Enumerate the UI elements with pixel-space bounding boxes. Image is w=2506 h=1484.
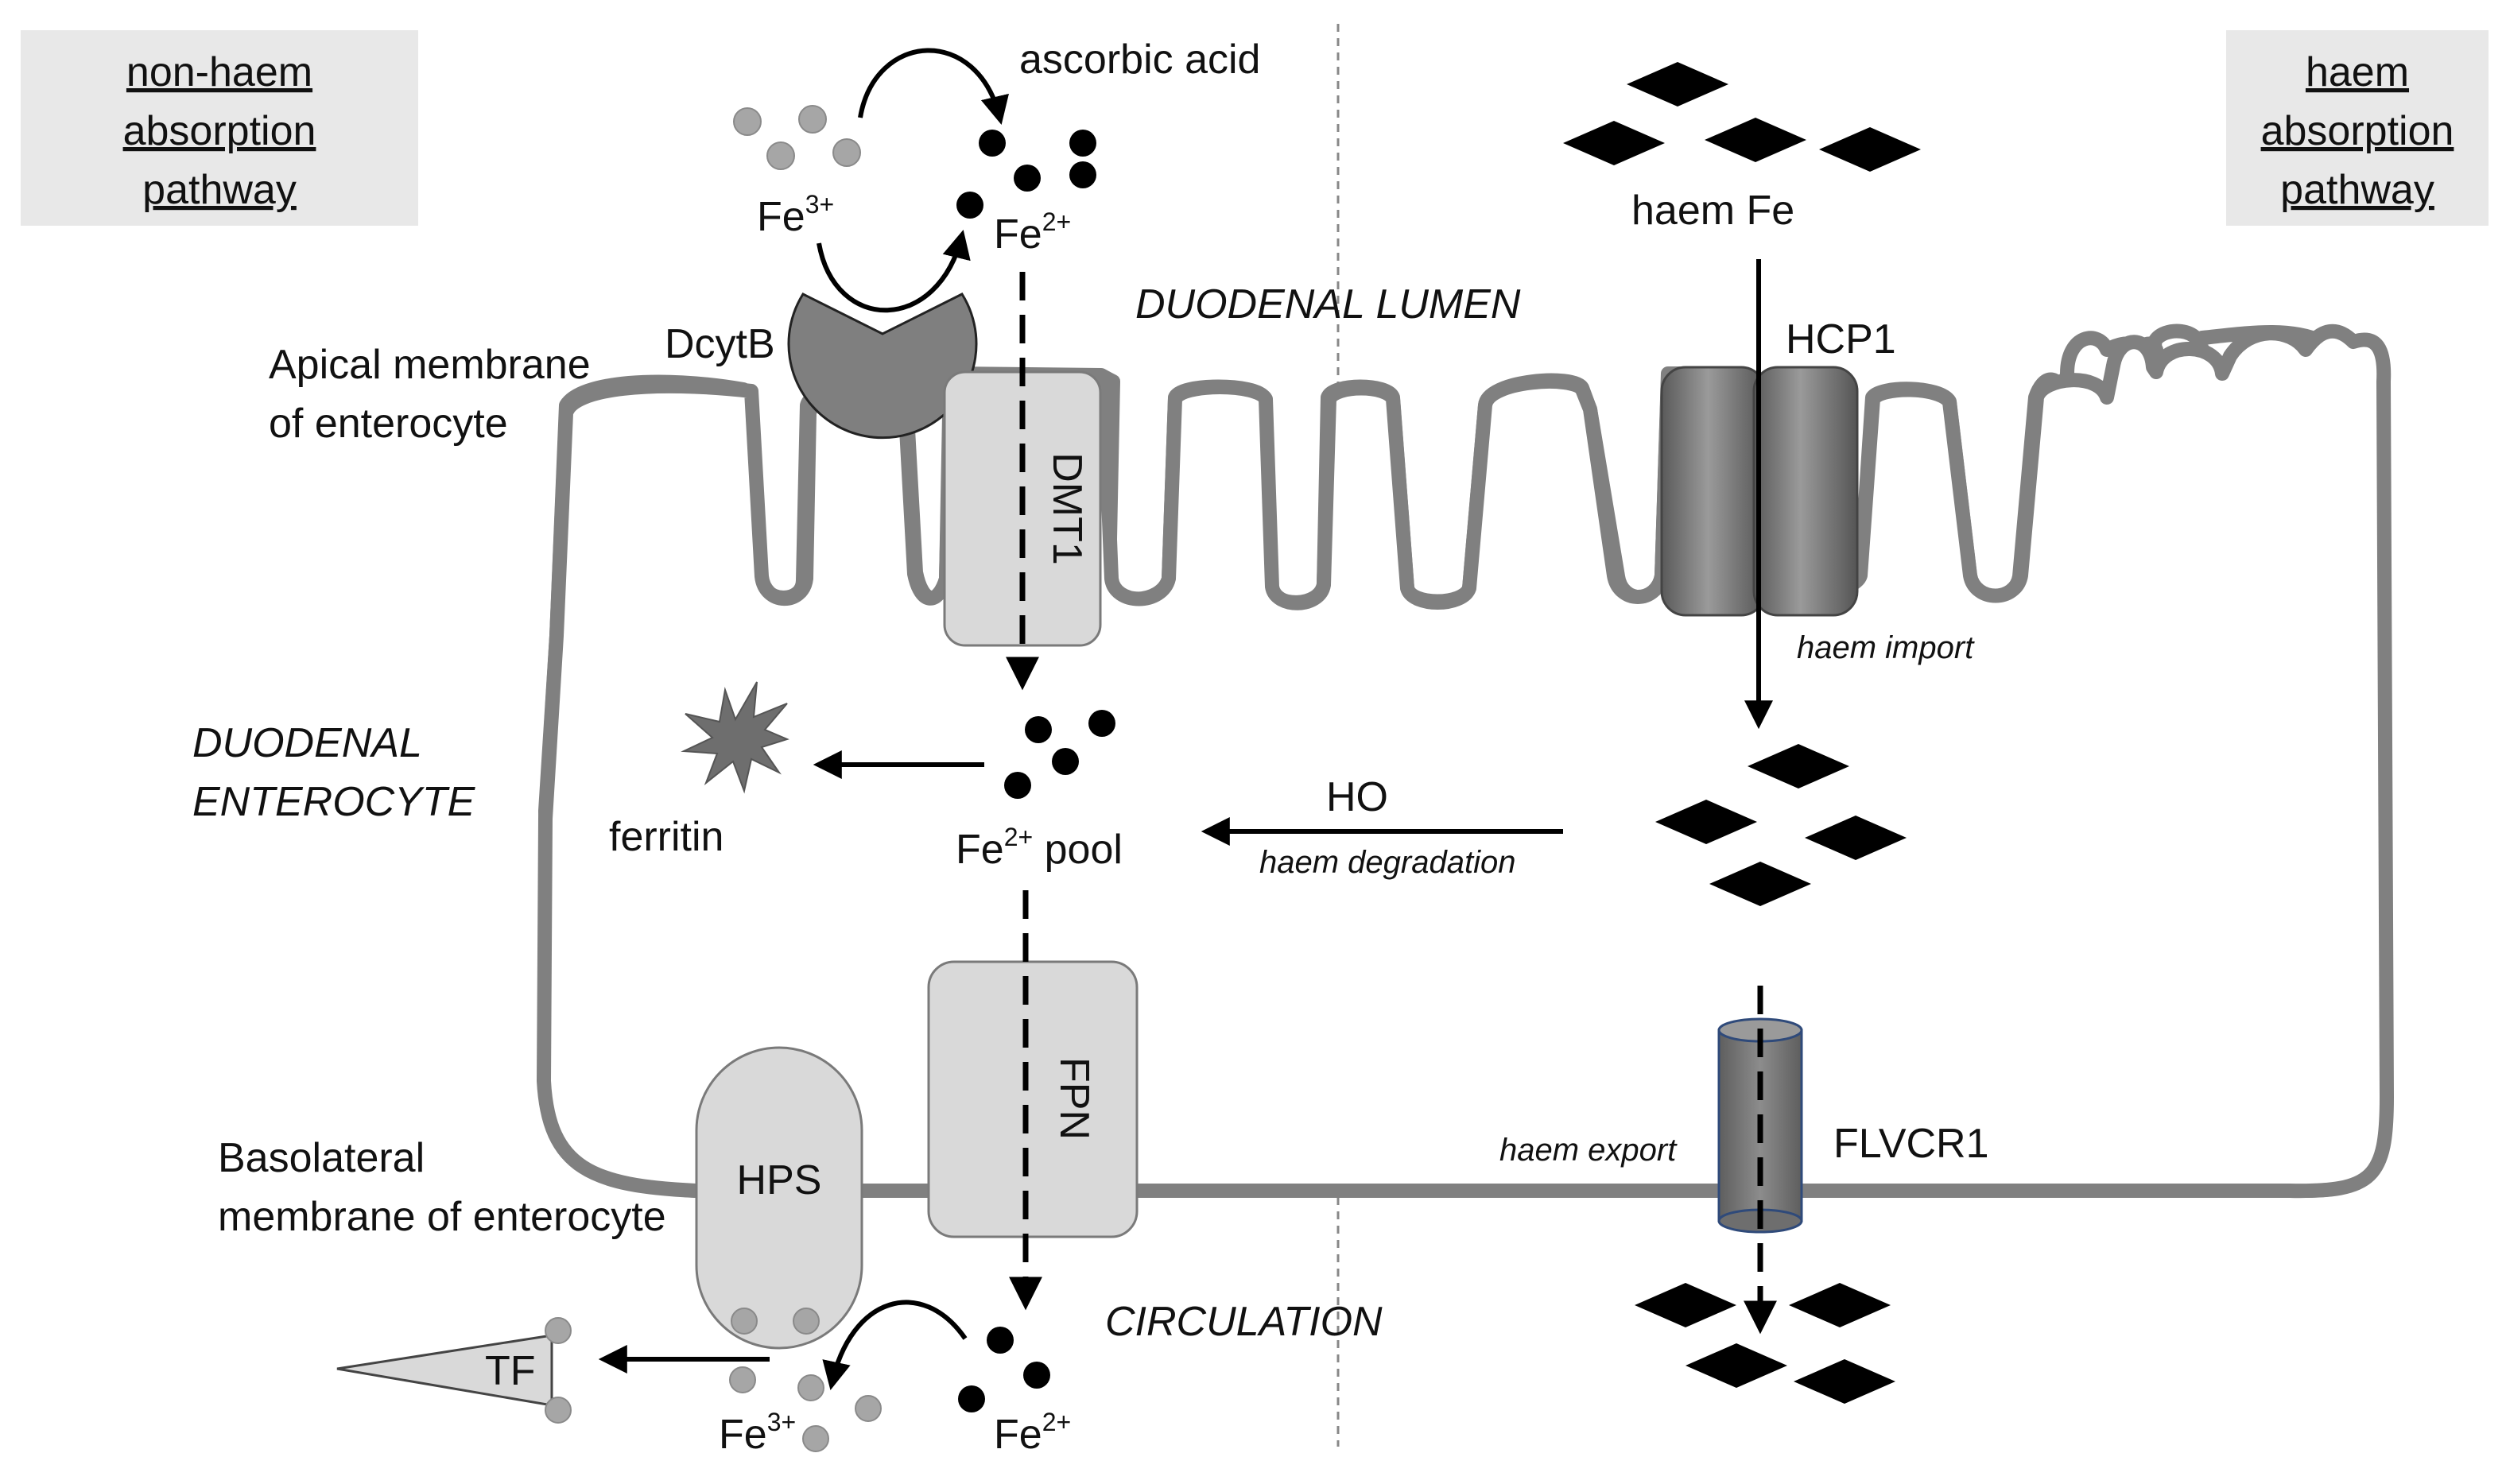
duodenal-enterocyte-line-1: DUODENAL: [192, 720, 422, 766]
diamond-icon: [1705, 118, 1806, 162]
basolateral-membrane-line-1: Basolateral: [218, 1135, 425, 1181]
dcytb-label: DcytB: [665, 321, 775, 367]
fe2-top-label: Fe2+: [994, 207, 1071, 258]
diamond-icon: [1709, 862, 1811, 906]
diamond-icon: [1686, 1343, 1787, 1388]
diamond-icon: [1794, 1359, 1895, 1404]
duodenal-lumen-label: DUODENAL LUMEN: [1135, 281, 1521, 327]
hcp1-label: HCP1: [1786, 316, 1896, 362]
fe3-dots-top: [733, 105, 861, 170]
haem-label-line-1: haem: [2306, 49, 2409, 95]
apical-membrane-line-1: Apical membrane: [269, 342, 591, 388]
apical-membrane-line-2: of enterocyte: [269, 401, 508, 447]
ascorbic-acid-arrow: [858, 48, 1009, 126]
non-haem-label-line-3: pathway: [142, 167, 297, 213]
haem-label-line-3: pathway: [2280, 167, 2434, 213]
fpn-label: FPN: [1051, 1057, 1097, 1140]
diamond-icon: [1789, 1283, 1891, 1327]
haem-export-label: haem export: [1499, 1133, 1678, 1168]
hcp1-transporter: [1660, 366, 1859, 617]
tf-label: TF: [485, 1348, 536, 1394]
fe2-dots-bottom: [958, 1327, 1050, 1412]
diamond-icon: [1819, 127, 1921, 172]
dmt1-label: DMT1: [1044, 452, 1090, 565]
ferritin-starburst-icon: [681, 681, 789, 794]
transferrin: TF: [336, 1317, 572, 1424]
dcytb-protein: [787, 293, 978, 440]
flvcr1-transporter: [1717, 1017, 1803, 1234]
non-haem-pathway-label: non-haem absorption pathway: [21, 30, 418, 226]
diamond-icon: [1805, 816, 1907, 860]
fe2-pool-label: Fe2+ pool: [956, 823, 1123, 873]
haem-diamonds-middle: [1655, 744, 1907, 906]
fe2-pool-dots: [1004, 710, 1115, 799]
ho-label: HO: [1326, 774, 1388, 820]
hps-protein: [695, 1046, 863, 1350]
fe2-bottom-label: Fe2+: [994, 1408, 1071, 1458]
flvcr1-label: FLVCR1: [1833, 1121, 1989, 1167]
hps-oxidation-arrow: [822, 1300, 968, 1391]
duodenal-enterocyte-line-2: ENTEROCYTE: [192, 779, 476, 825]
non-haem-label-line-2: absorption: [123, 108, 316, 154]
ascorbic-acid-label: ascorbic acid: [1019, 37, 1260, 83]
haem-fe-diamonds-top: [1563, 62, 1921, 172]
haem-pathway-label: haem absorption pathway: [2226, 30, 2489, 226]
fe2-dots-top: [956, 130, 1096, 219]
diamond-icon: [1655, 800, 1757, 844]
basolateral-membrane-line-2: membrane of enterocyte: [218, 1194, 666, 1240]
diamond-icon: [1627, 62, 1728, 107]
diamond-icon: [1748, 744, 1849, 788]
ferritin-label: ferritin: [609, 814, 723, 860]
fpn-transporter: [927, 960, 1139, 1238]
fe3-bottom-label: Fe3+: [719, 1408, 796, 1458]
haem-degradation-label: haem degradation: [1259, 845, 1515, 880]
non-haem-label-line-1: non-haem: [126, 49, 312, 95]
fe3-top-label: Fe3+: [757, 190, 834, 240]
diamond-icon: [1635, 1283, 1736, 1327]
haem-import-label: haem import: [1797, 630, 1975, 665]
fe3-dots-bottom: [729, 1308, 882, 1452]
dcytb-reduction-arrow: [817, 230, 971, 313]
haem-diamonds-bottom: [1635, 1283, 1895, 1404]
haem-fe-label: haem Fe: [1631, 188, 1794, 234]
diamond-icon: [1563, 121, 1665, 165]
hps-label: HPS: [737, 1157, 822, 1203]
haem-label-line-2: absorption: [2261, 108, 2454, 154]
circulation-label: CIRCULATION: [1105, 1299, 1383, 1345]
